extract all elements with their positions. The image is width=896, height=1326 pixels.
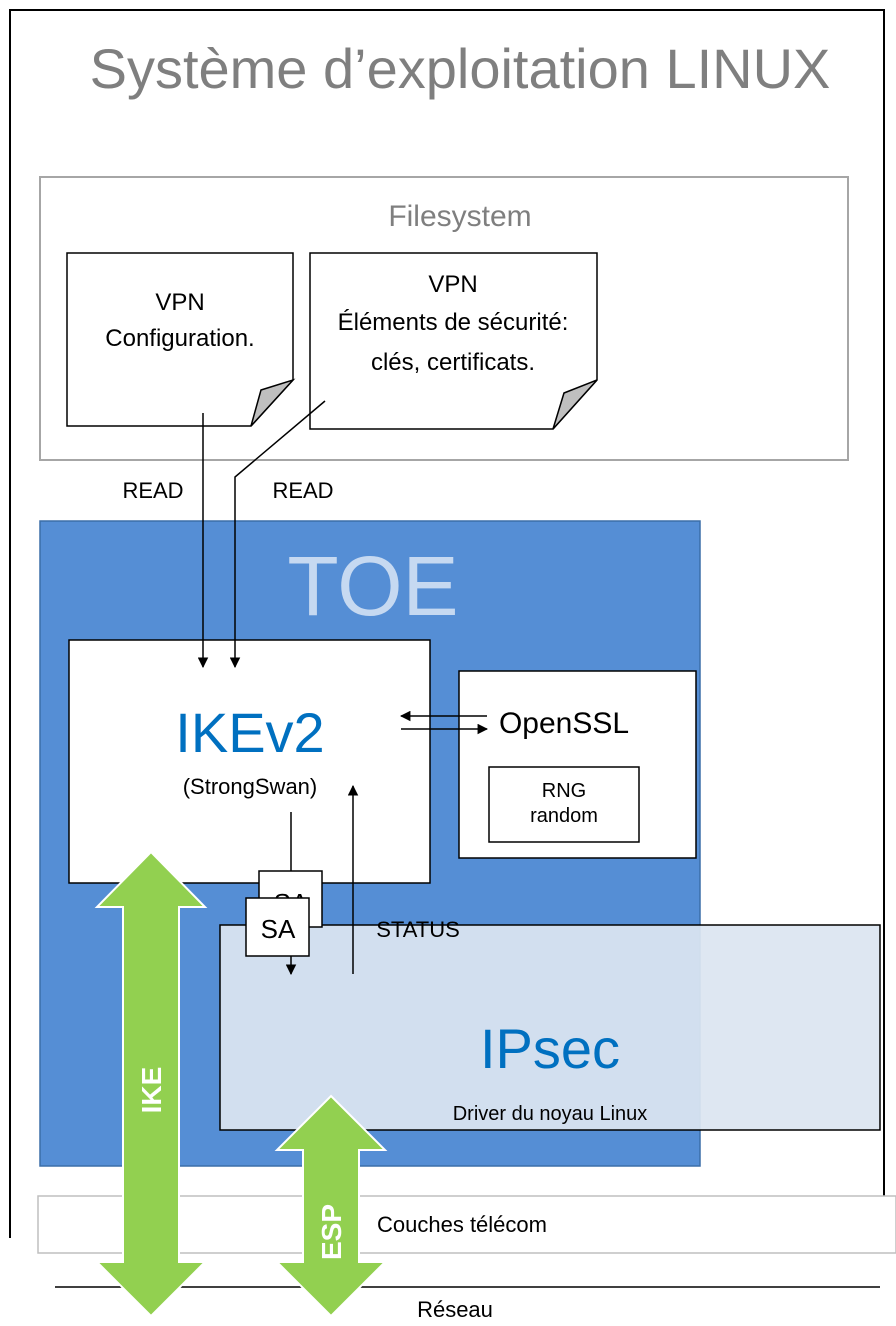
toe-label: TOE bbox=[287, 539, 458, 633]
os-frame bbox=[9, 9, 885, 1238]
status-label: STATUS bbox=[376, 917, 460, 942]
os-title: Système d’exploitation LINUX bbox=[90, 37, 831, 100]
telecom-layer-box bbox=[37, 1195, 896, 1254]
vpn-security-document: VPN Éléments de sécurité: clés, certific… bbox=[309, 252, 598, 430]
ikev2-subtitle: (StrongSwan) bbox=[183, 774, 318, 799]
vpn-security-line3: clés, certificats. bbox=[371, 349, 535, 376]
ipsec-subtitle: Driver du noyau Linux bbox=[453, 1103, 648, 1125]
ike-label: IKE bbox=[136, 1067, 167, 1114]
esp-label: ESP bbox=[316, 1204, 347, 1260]
esp-double-arrow: ESP bbox=[274, 1094, 388, 1318]
telecom-label: Couches télécom bbox=[377, 1212, 547, 1237]
vpn-security-line1: VPN bbox=[428, 271, 477, 298]
rng-line1: RNG bbox=[542, 780, 586, 802]
ikev2-title: IKEv2 bbox=[175, 701, 324, 764]
vpn-config-line1: VPN bbox=[155, 289, 204, 316]
network-label: Réseau bbox=[417, 1297, 493, 1322]
read-label-left: READ bbox=[122, 478, 183, 503]
rng-line2: random bbox=[530, 805, 598, 827]
openssl-title: OpenSSL bbox=[499, 707, 629, 740]
vpn-security-line2: Éléments de sécurité: bbox=[338, 309, 569, 336]
sa-box-front bbox=[245, 897, 310, 957]
ike-double-arrow: IKE bbox=[94, 850, 208, 1318]
rng-box bbox=[488, 766, 640, 843]
vpn-config-line2: Configuration. bbox=[105, 325, 254, 352]
read-security-arrow bbox=[229, 400, 326, 669]
ipsec-title: IPsec bbox=[480, 1017, 620, 1080]
read-label-right: READ bbox=[272, 478, 333, 503]
filesystem-label: Filesystem bbox=[388, 200, 531, 233]
vpn-config-document: VPN Configuration. bbox=[66, 252, 296, 427]
ikev2-box bbox=[68, 639, 431, 884]
sa-front-label: SA bbox=[261, 914, 296, 944]
